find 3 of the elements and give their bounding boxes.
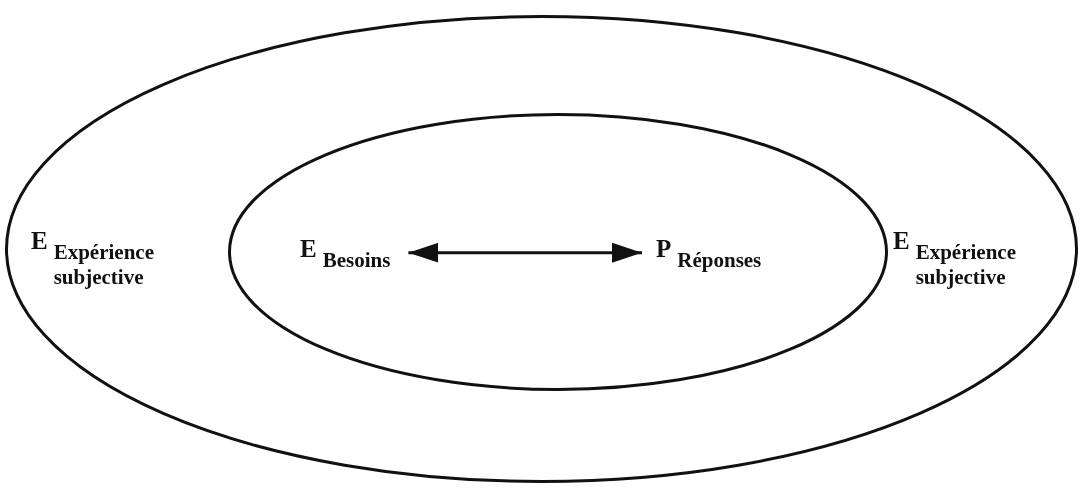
term-label: E$_{Besoins}$ — [300, 236, 391, 274]
term-label: P$_{Réponses}$ — [656, 236, 762, 274]
double-arrow — [408, 242, 642, 263]
